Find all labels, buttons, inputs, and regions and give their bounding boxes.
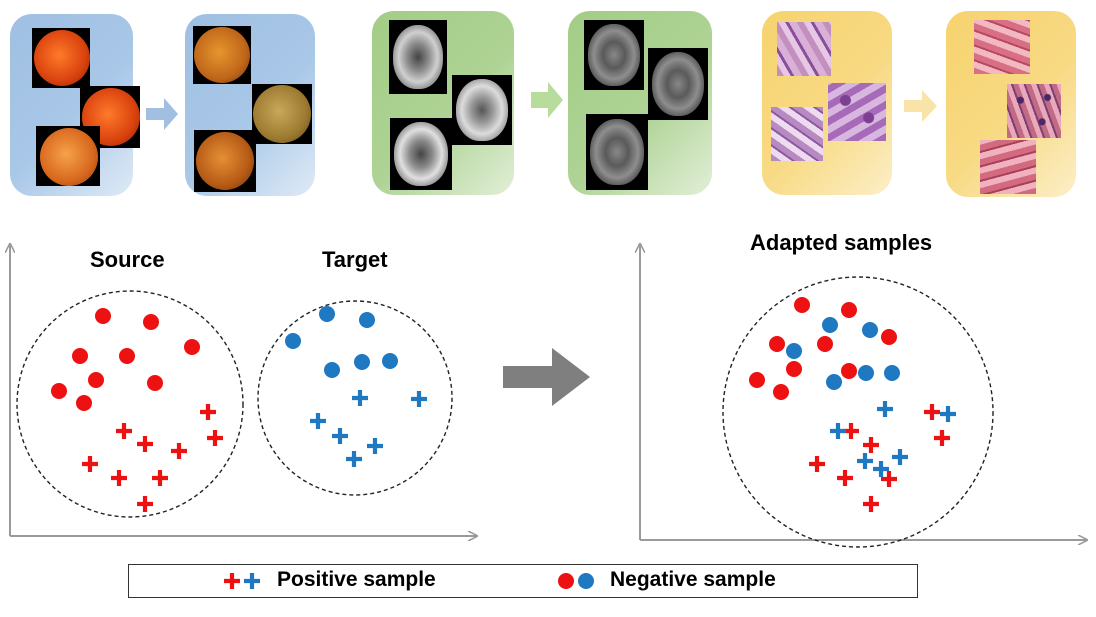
histology-image [771, 107, 823, 161]
adapted-samples-label: Adapted samples [750, 230, 933, 255]
arrow-right-icon [146, 98, 178, 130]
negative-sample-marker [862, 322, 878, 338]
positive-sample-marker [873, 461, 889, 477]
fundus-image [194, 130, 256, 192]
negative-sample-marker [51, 383, 67, 399]
positive-sample-marker [924, 404, 940, 420]
target-label: Target [322, 247, 388, 272]
positive-sample-marker [940, 406, 956, 422]
mri-image [584, 20, 644, 90]
negative-sample-marker [72, 348, 88, 364]
arrow-right-icon [531, 82, 563, 118]
fundus-image [32, 28, 90, 88]
negative-sample-marker [147, 375, 163, 391]
fundus-image [193, 26, 251, 84]
source-cluster [16, 290, 244, 518]
histology-image [828, 83, 886, 141]
fundus-image [252, 84, 312, 144]
negative-sample-marker [324, 362, 340, 378]
histology-image [974, 20, 1030, 74]
histology-image [1007, 84, 1061, 138]
negative-sample-marker [881, 329, 897, 345]
positive-sample-marker [137, 496, 153, 512]
negative-sample-marker [749, 372, 765, 388]
positive-sample-marker [881, 471, 897, 487]
positive-sample-marker [137, 436, 153, 452]
positive-sample-marker [111, 470, 127, 486]
negative-sample-marker [786, 343, 802, 359]
negative-sample-marker [773, 384, 789, 400]
histology-image [980, 140, 1036, 194]
positive-sample-marker [857, 453, 873, 469]
positive-sample-marker [116, 423, 132, 439]
negative-sample-marker [359, 312, 375, 328]
positive-sample-marker [171, 443, 187, 459]
mri-image [390, 118, 452, 190]
positive-sample-marker [892, 449, 908, 465]
source-label: Source [90, 247, 165, 272]
target-cluster [257, 300, 453, 496]
negative-sample-marker [119, 348, 135, 364]
mri-image [452, 75, 512, 145]
negative-sample-marker [826, 374, 842, 390]
negative-sample-marker [769, 336, 785, 352]
positive-sample-marker [877, 401, 893, 417]
positive-sample-marker [346, 451, 362, 467]
positive-sample-marker [310, 413, 326, 429]
positive-sample-marker [152, 470, 168, 486]
mri-image [586, 114, 648, 190]
negative-sample-marker [841, 363, 857, 379]
negative-sample-marker [319, 306, 335, 322]
mri-image [648, 48, 708, 120]
adaptation-arrow-icon [503, 348, 590, 406]
positive-sample-marker [200, 404, 216, 420]
histology-image [777, 22, 831, 76]
positive-sample-marker [82, 456, 98, 472]
legend-negative-label: Negative sample [610, 568, 776, 591]
positive-sample-marker [863, 496, 879, 512]
legend-positive-label: Positive sample [277, 568, 436, 591]
mri-image [389, 20, 447, 94]
negative-sample-marker [786, 361, 802, 377]
negative-sample-marker [884, 365, 900, 381]
positive-sample-marker [934, 430, 950, 446]
negative-sample-marker [841, 302, 857, 318]
positive-sample-marker [837, 470, 853, 486]
negative-sample-marker [382, 353, 398, 369]
negative-sample-marker [184, 339, 200, 355]
positive-sample-marker [207, 430, 223, 446]
negative-sample-marker [88, 372, 104, 388]
positive-sample-marker [411, 391, 427, 407]
negative-sample-marker [794, 297, 810, 313]
adapted-cluster [722, 276, 994, 548]
positive-sample-marker [809, 456, 825, 472]
negative-sample-marker [822, 317, 838, 333]
negative-sample-marker [76, 395, 92, 411]
fundus-image [36, 126, 100, 186]
positive-sample-marker [367, 438, 383, 454]
arrow-right-icon [904, 90, 937, 122]
negative-sample-marker [95, 308, 111, 324]
negative-sample-marker [285, 333, 301, 349]
negative-sample-marker [354, 354, 370, 370]
positive-sample-marker [863, 437, 879, 453]
positive-sample-marker [830, 423, 846, 439]
negative-sample-marker [858, 365, 874, 381]
legend [128, 564, 918, 598]
negative-sample-marker [143, 314, 159, 330]
negative-sample-marker [817, 336, 833, 352]
positive-sample-marker [352, 390, 368, 406]
positive-sample-marker [332, 428, 348, 444]
